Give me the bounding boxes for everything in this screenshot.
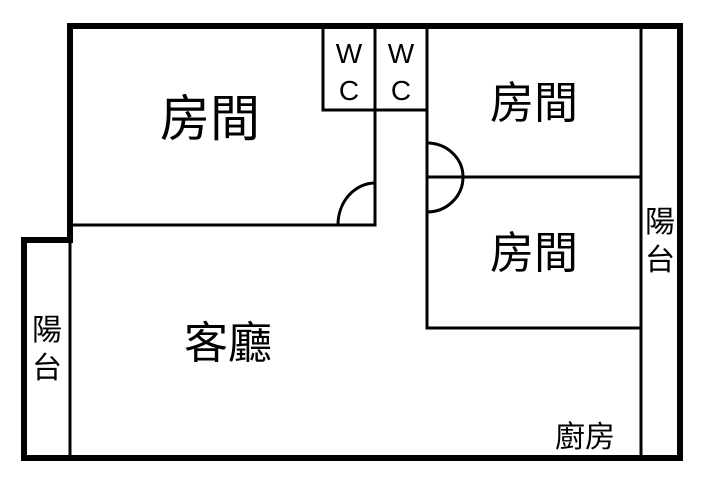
- right-top-bedroom-door-arc: [426, 141, 465, 178]
- balcony-left-label-2: 台: [32, 351, 62, 386]
- right-bottom-bedroom-door-arc: [426, 176, 465, 214]
- living-room-label: 客廳: [184, 318, 272, 369]
- master-bedroom-label: 房間: [160, 90, 260, 148]
- master-bedroom-door-arc: [336, 181, 376, 226]
- outer-wall: [21, 23, 683, 461]
- balcony-right-label-2: 台: [645, 243, 675, 278]
- balcony-left-label-1: 陽: [32, 313, 62, 348]
- balcony-right-label-1: 陽: [645, 205, 675, 240]
- wc-right-label-c: C: [391, 75, 411, 106]
- wc-right-label-w: W: [388, 38, 415, 69]
- right-top-bedroom-label: 房間: [490, 78, 578, 129]
- kitchen-label: 廚房: [555, 420, 615, 455]
- right-bottom-bedroom-label: 房間: [490, 228, 578, 279]
- wc-left-label-w: W: [336, 38, 363, 69]
- wc-left-label-c: C: [339, 75, 359, 106]
